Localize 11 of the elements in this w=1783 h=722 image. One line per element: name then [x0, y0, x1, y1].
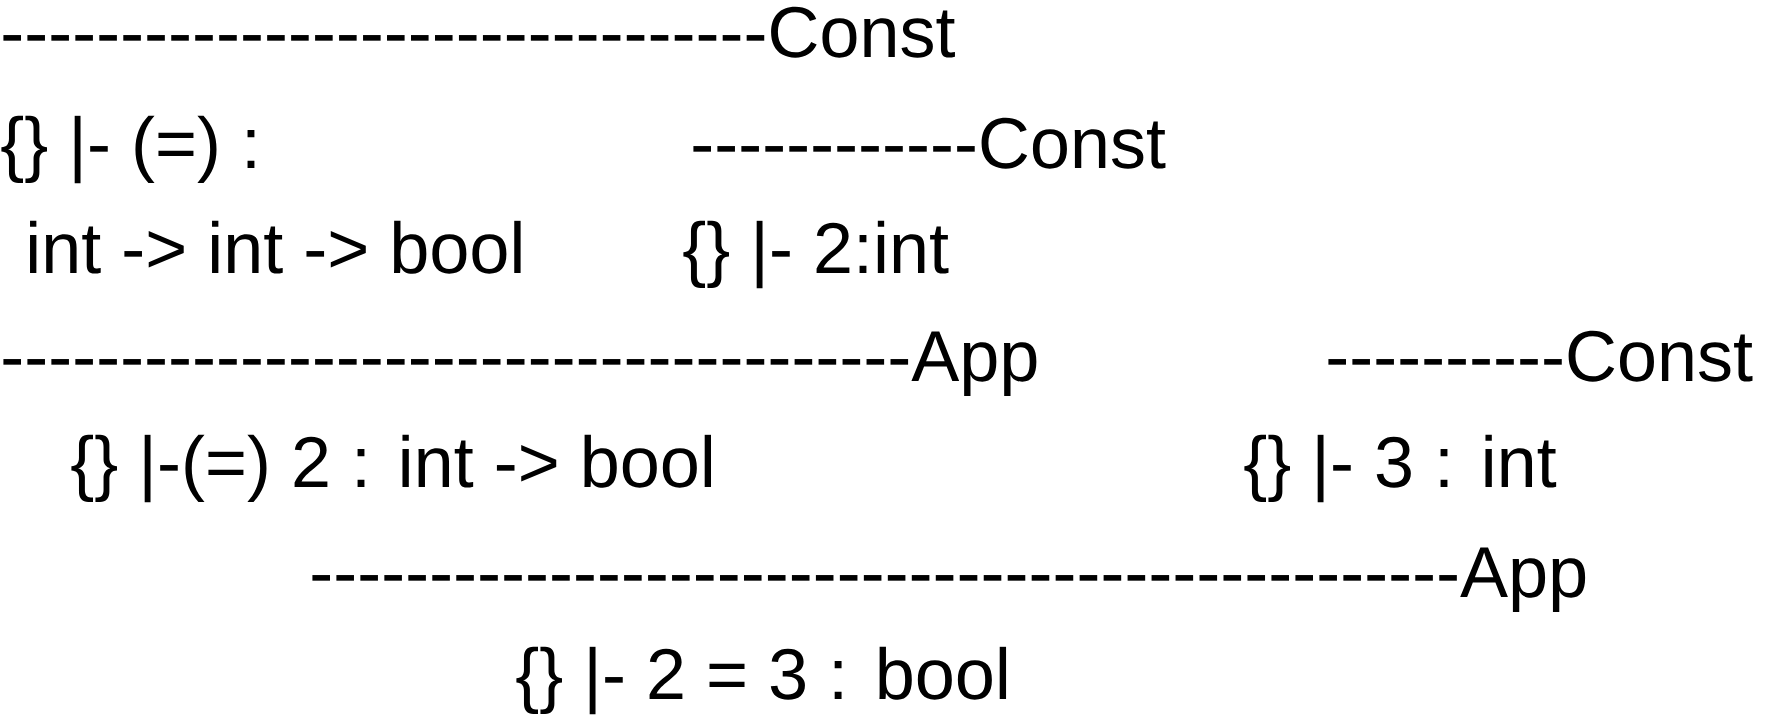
- derivation-line: int -> int -> bool: [30, 220, 521, 274]
- derivation-line: ----------Const: [1328, 330, 1753, 382]
- derivation-line: {} |- 2:int: [683, 220, 949, 289]
- derivation-line: {} |- 2 = 3 : bool: [516, 646, 1007, 715]
- derivation-line: ------------Const: [693, 117, 1166, 169]
- derivation-line: {} |-(=) 2 : int -> bool: [71, 434, 712, 503]
- derivation-line: --------------------------------------App: [3, 331, 1037, 396]
- derivation-line: ------------------------------------------------App: [312, 547, 1586, 612]
- derivation-line: {} |- 3 : int: [1244, 434, 1557, 503]
- derivation-line: --------------------------------Const: [3, 6, 955, 58]
- derivation-line: {} |- (=) :: [1, 115, 255, 184]
